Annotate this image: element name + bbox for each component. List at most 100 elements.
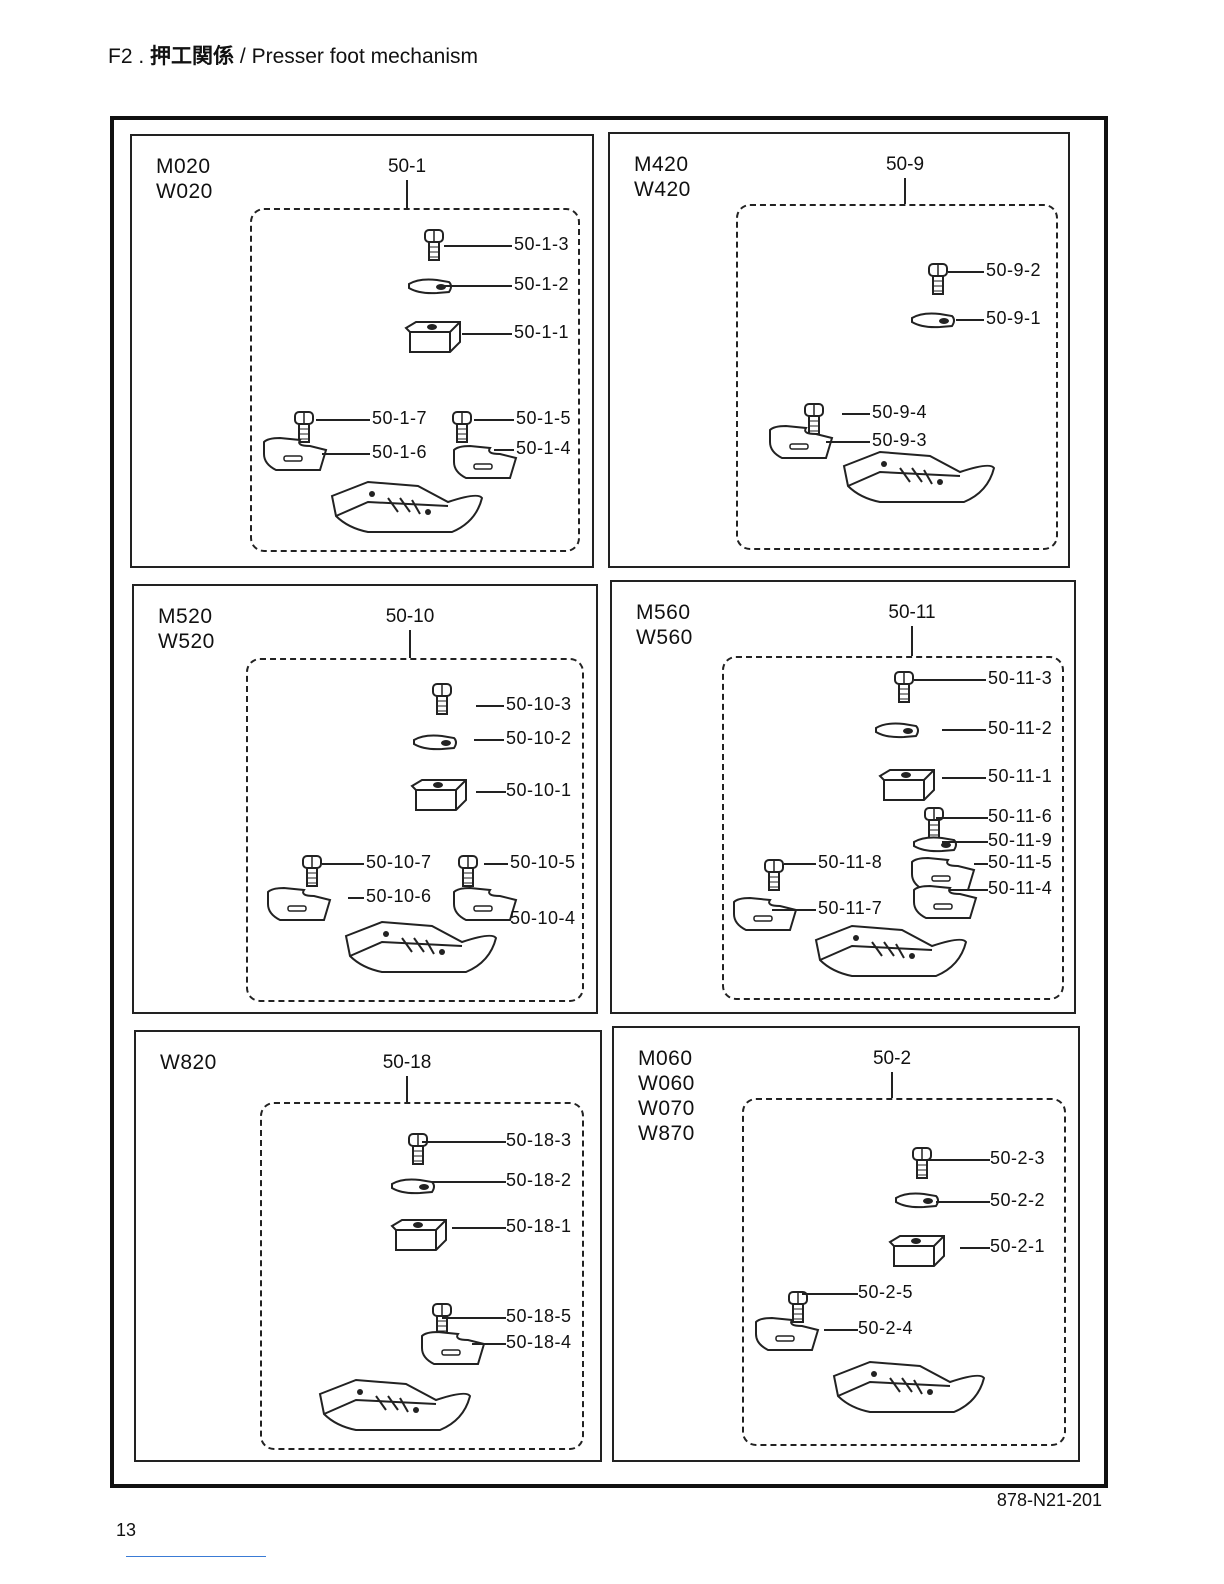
washer-icon	[412, 732, 460, 757]
part-number-label: 50-9-4	[872, 402, 928, 422]
plate-icon	[418, 1330, 488, 1373]
section-title-en: Presser foot mechanism	[251, 45, 478, 68]
model-code: M560	[636, 601, 691, 624]
part-leader-line	[476, 705, 504, 707]
part-number-label: 50-2-3	[990, 1148, 1046, 1168]
part-number-label: 50-2-2	[990, 1190, 1046, 1210]
screw-icon	[926, 262, 950, 301]
part-number-label: 50-9-2	[986, 260, 1042, 280]
model-code: W020	[156, 180, 213, 203]
part-leader-line	[462, 333, 512, 335]
assembly-number: 50-1	[387, 156, 427, 177]
part-number-label: 50-10-5	[510, 852, 576, 872]
section-code: F2 .	[108, 45, 145, 68]
assembly-boundary	[246, 658, 584, 1002]
part-number-label: 50-11-7	[818, 898, 883, 918]
part-number-label: 50-1-7	[372, 408, 428, 428]
model-code: M420	[634, 153, 689, 176]
part-number-label: 50-10-7	[366, 852, 432, 872]
assembly-boundary	[250, 208, 580, 552]
part-leader-line	[936, 817, 988, 819]
part-number-label: 50-1-5	[516, 408, 572, 428]
washer-icon	[390, 1176, 438, 1201]
model-code: W870	[638, 1122, 695, 1145]
model-code: W520	[158, 630, 215, 653]
part-leader-line	[348, 897, 364, 899]
washer-icon	[894, 1190, 942, 1215]
presser-foot-icon	[840, 442, 1000, 517]
part-leader-line	[922, 1159, 990, 1161]
holder-icon	[876, 766, 938, 811]
screw-icon	[762, 858, 786, 897]
screw-icon	[430, 1302, 454, 1341]
doc-number: 878-N21-201	[996, 1490, 1102, 1510]
part-leader-line	[474, 739, 504, 741]
assembly-number: 50-2	[872, 1048, 912, 1069]
part-number-label: 50-10-3	[506, 694, 572, 714]
part-number-label: 50-9-1	[986, 308, 1042, 328]
assembly-boundary	[742, 1098, 1066, 1446]
part-leader-line	[824, 1329, 858, 1331]
part-number-label: 50-1-2	[514, 274, 570, 294]
part-number-label: 50-2-1	[990, 1236, 1046, 1256]
part-number-label: 50-11-4	[988, 878, 1053, 898]
screw-icon	[406, 1132, 430, 1171]
part-leader-line	[942, 841, 988, 843]
screw-icon	[430, 682, 454, 721]
part-number-label: 50-1-3	[514, 234, 570, 254]
screw-icon	[892, 670, 916, 709]
presser-foot-icon	[830, 1352, 990, 1427]
screw-icon	[422, 228, 446, 267]
part-leader-line	[942, 777, 986, 779]
part-leader-line	[432, 1181, 506, 1183]
part-leader-line	[826, 441, 870, 443]
part-number-label: 50-11-9	[988, 830, 1053, 850]
assembly-boundary	[722, 656, 1064, 1000]
part-leader-line	[474, 419, 514, 421]
part-number-label: 50-11-8	[818, 852, 883, 872]
washer-icon	[910, 310, 958, 335]
screw-icon	[786, 1290, 810, 1329]
page-number: 13	[116, 1520, 137, 1540]
holder-icon	[408, 776, 470, 821]
screw-icon	[910, 1146, 934, 1185]
part-leader-line	[472, 1343, 506, 1345]
part-number-label: 50-1-6	[372, 442, 428, 462]
holder-icon	[886, 1232, 948, 1277]
screw-icon	[292, 410, 316, 449]
assembly-leader-line	[904, 178, 906, 204]
part-number-label: 50-11-2	[988, 718, 1053, 738]
part-leader-line	[322, 863, 364, 865]
part-number-label: 50-11-1	[988, 766, 1053, 786]
assembly-leader-line	[406, 180, 408, 208]
part-number-label: 50-2-5	[858, 1282, 914, 1302]
part-leader-line	[960, 1247, 990, 1249]
part-leader-line	[956, 319, 984, 321]
part-number-label: 50-10-2	[506, 728, 572, 748]
screw-icon	[802, 402, 826, 441]
presser-foot-icon	[316, 1370, 476, 1445]
part-leader-line	[422, 1141, 506, 1143]
part-number-label: 50-18-1	[506, 1216, 572, 1236]
part-leader-line	[482, 919, 508, 921]
page-title: F2 . 押工関係 / Presser foot mechanism	[108, 40, 478, 70]
model-code: W420	[634, 178, 691, 201]
part-leader-line	[452, 1227, 506, 1229]
part-number-label: 50-11-5	[988, 852, 1053, 872]
assembly-number: 50-10	[385, 606, 435, 627]
plate-icon	[910, 884, 980, 927]
part-leader-line	[322, 453, 370, 455]
assembly-boundary	[736, 204, 1058, 550]
part-number-label: 50-1-1	[514, 322, 570, 342]
plate-icon	[260, 436, 330, 479]
part-leader-line	[316, 419, 370, 421]
part-number-label: 50-2-4	[858, 1318, 914, 1338]
